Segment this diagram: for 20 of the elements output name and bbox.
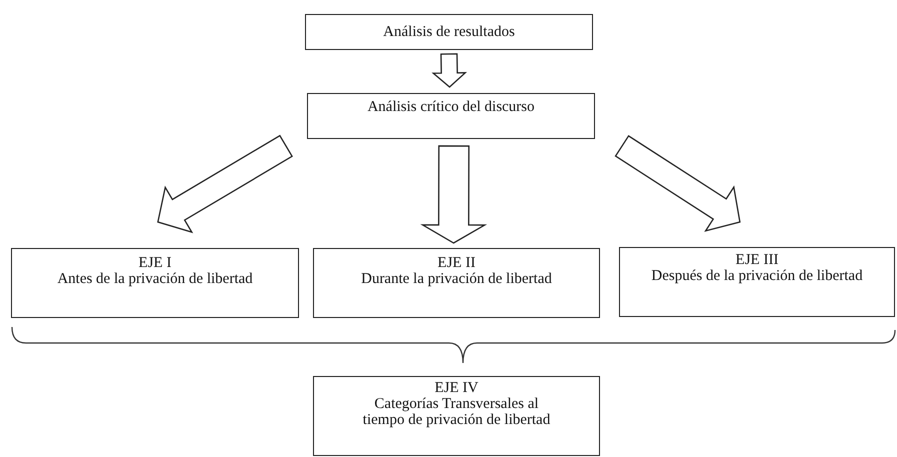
box-text: Durante la privación de libertad [360, 271, 553, 287]
box-heading: EJE II [436, 255, 476, 271]
box-heading: EJE III [734, 252, 780, 268]
box-heading: EJE IV [434, 380, 480, 396]
process-box [11, 248, 299, 318]
box-text: Después de la privación de libertad [650, 268, 864, 284]
box-heading: EJE I [138, 255, 172, 271]
block-arrow [420, 145, 488, 244]
process-box [305, 14, 593, 50]
process-box [313, 248, 600, 318]
block-arrow [157, 134, 293, 234]
process-box [619, 247, 895, 317]
box-text: Análisis crítico del discurso [366, 99, 536, 115]
block-arrow [432, 53, 468, 88]
process-box [313, 376, 600, 456]
block-arrow [614, 135, 741, 232]
box-text: Categorías Transversales al tiempo de privación de libertad [362, 396, 552, 428]
process-box [307, 93, 595, 139]
box-text: Análisis de resultados [382, 24, 516, 40]
box-text: Antes de la privación de libertad [56, 271, 254, 287]
